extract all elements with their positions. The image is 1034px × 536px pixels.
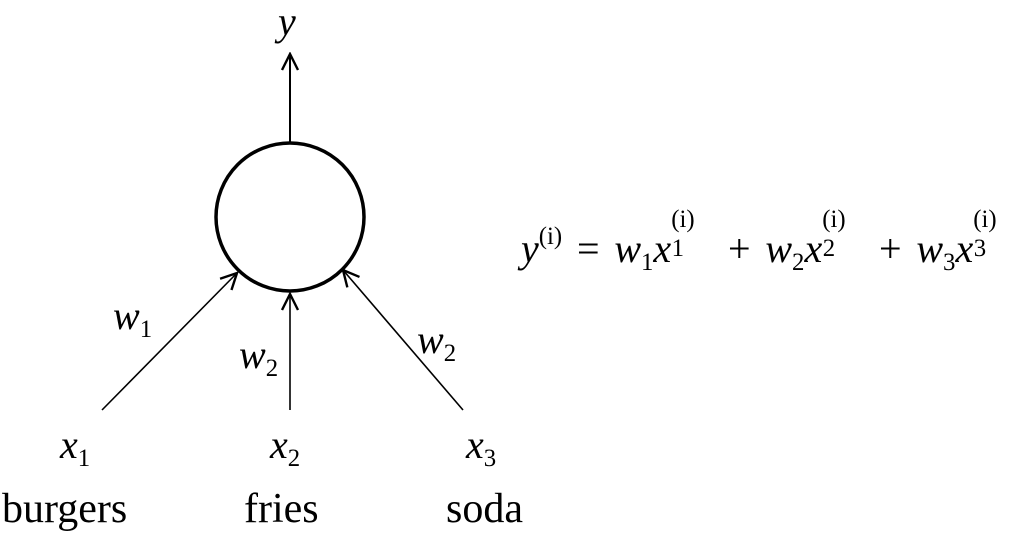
term1-x: x	[653, 226, 672, 271]
equation-plus-1: +	[727, 226, 751, 271]
weight-var-2: w	[239, 332, 266, 377]
term3-x-sub: 3	[973, 235, 987, 263]
term3-x: x	[955, 226, 974, 271]
input-name-soda: soda	[446, 486, 523, 532]
input-arrow-3	[343, 270, 464, 411]
input-arrow-1	[101, 273, 237, 411]
input-var-1: x	[60, 422, 78, 467]
term1-x-scripts: (i)1	[671, 208, 713, 263]
term3-w: w	[916, 226, 944, 271]
weight-label-3: w2	[417, 317, 456, 366]
term2-w-sub: 2	[792, 248, 805, 276]
weight-label-2: w2	[239, 332, 278, 381]
equation-equals: =	[576, 226, 600, 271]
equation: y(i) = w1x(i)1 + w2x(i)2 + w3x(i)3	[521, 208, 1015, 275]
term2-w: w	[765, 226, 793, 271]
term1-x-sub: 1	[671, 235, 685, 263]
term2-x-sup: (i)	[822, 206, 846, 234]
neuron-node	[214, 141, 366, 293]
input-name-fries: fries	[244, 486, 319, 532]
input-var-label-2: x2	[270, 422, 300, 471]
input-var-2: x	[270, 422, 288, 467]
input-name-burgers: burgers	[2, 486, 128, 532]
weight-sub-2: 2	[265, 354, 279, 382]
weight-sub-3: 2	[443, 339, 457, 367]
term1-x-sup: (i)	[671, 206, 695, 234]
input-var-3: x	[466, 422, 484, 467]
term3-w-sub: 3	[943, 248, 956, 276]
equation-plus-2: +	[879, 226, 902, 271]
weight-label-1: w1	[113, 293, 152, 342]
weight-var-1: w	[113, 293, 140, 338]
output-var: y	[278, 0, 296, 44]
input-var-label-1: x1	[60, 422, 90, 471]
equation-lhs-sup: (i)	[538, 223, 563, 251]
input-sub-2: 2	[287, 444, 301, 472]
term2-x: x	[804, 226, 823, 271]
term3-x-scripts: (i)3	[973, 208, 1015, 263]
term2-x-sub: 2	[822, 235, 836, 263]
term1-w: w	[614, 226, 642, 271]
equation-lhs-var: y	[521, 226, 539, 271]
term1-w-sub: 1	[641, 248, 654, 276]
input-sub-3: 3	[483, 444, 497, 472]
weight-var-3: w	[417, 317, 444, 362]
input-var-label-3: x3	[466, 422, 496, 471]
output-label: y	[278, 2, 296, 42]
input-sub-1: 1	[77, 444, 91, 472]
term2-x-scripts: (i)2	[822, 208, 864, 263]
term3-x-sup: (i)	[973, 206, 997, 234]
weight-sub-1: 1	[139, 315, 153, 343]
